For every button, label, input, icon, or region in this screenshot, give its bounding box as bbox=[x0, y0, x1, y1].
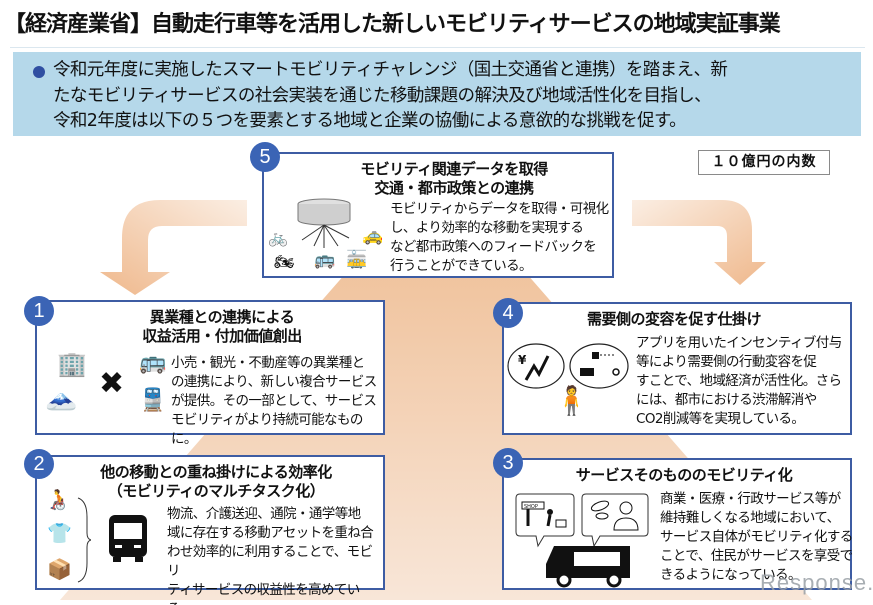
card-title-line: 収益活用・付加価値創出 bbox=[142, 327, 302, 345]
number-badge-4: 4 bbox=[493, 298, 523, 328]
tram-icon: 🚋 bbox=[346, 250, 368, 270]
card-title-line: モビリティ関連データを取得 bbox=[360, 160, 548, 178]
bus-icon bbox=[109, 515, 147, 562]
card-title-line: 異業種との連携による bbox=[149, 308, 295, 326]
shop-sign-icon: SHOP bbox=[515, 493, 575, 548]
card-title-line: 需要側の変容を促す仕掛け bbox=[586, 310, 762, 328]
card-text-line: 商業・医療・行政サービス等が bbox=[660, 491, 841, 507]
train-icon: 🚆 bbox=[139, 388, 167, 413]
bus-icon: 🚌 bbox=[314, 250, 336, 270]
intro-line: 令和2年度は以下の５つを要素とする地域と企業の協働による意欲的な挑戦を促す。 bbox=[53, 111, 687, 131]
card-text-line: 物流、介護送迎、通院・通学等地 bbox=[167, 506, 361, 522]
svg-text:SHOP: SHOP bbox=[524, 504, 538, 510]
bus-icon: 🚌 bbox=[139, 350, 167, 375]
card-text-line: きるようになっている。 bbox=[660, 567, 802, 583]
card-text-line: 域に存在する移動アセットを重ね合 bbox=[167, 525, 374, 541]
card-text-line: 維持難しくなる地域において、 bbox=[660, 510, 840, 526]
card-text-line: が提供。その一部として、サービス bbox=[171, 393, 377, 409]
card-text-line: CO2削減等を実現している。 bbox=[636, 411, 805, 427]
building-icon: 🏢 bbox=[57, 350, 87, 378]
card-text-line: 小売・観光・不動産等の異業種と bbox=[171, 355, 365, 371]
taxi-icon: 🚕 bbox=[362, 226, 384, 246]
card-text: アプリを用いたインセンティブ付与 等により需要側の行動変容を促 すことで、地域経… bbox=[636, 334, 854, 429]
intro-panel: 令和元年度に実施したスマートモビリティチャレンジ（国土交通省と連携）を踏まえ、新… bbox=[13, 52, 861, 136]
card-text-line: ティサービスの収益性を高めている。 bbox=[167, 582, 360, 605]
element-card-5: モビリティ関連データを取得 交通・都市政策との連携 🚲 🏍 🚌 🚋 🚕 モビリテ… bbox=[262, 152, 614, 278]
doctor-icon bbox=[581, 493, 649, 548]
card-text: 商業・医療・行政サービス等が 維持難しくなる地域において、 サービス自体がモビリ… bbox=[660, 490, 854, 585]
card-text-line: アプリを用いたインセンティブ付与 bbox=[636, 335, 842, 351]
card-text: モビリティからデータを取得・可視化 し、より効率的な移動を実現する など都市政策… bbox=[390, 200, 616, 276]
card-title-line: サービスそのもののモビリティ化 bbox=[575, 466, 793, 484]
bracket-icon bbox=[77, 497, 91, 583]
yen-growth-icon: ¥ bbox=[507, 343, 565, 389]
card-text-line: ことで、住民がサービスを享受で bbox=[660, 548, 853, 564]
parcel-icon: 📦 bbox=[47, 557, 72, 581]
element-card-3: サービスそのもののモビリティ化 SHOP 商業・医療・行政サービス等が 維持難し… bbox=[502, 458, 854, 590]
left-curved-arrow bbox=[100, 200, 247, 295]
card-text-line: サービス自体がモビリティ化する bbox=[660, 529, 853, 545]
intro-line: たなモビリティサービスの社会実装を通じた移動課題の解決及び地域活性化を目指し、 bbox=[53, 85, 712, 106]
thinking-person-icon: 🧍 bbox=[554, 384, 589, 417]
card-title-line: 他の移動との重ね掛けによる効率化 bbox=[100, 463, 332, 481]
card-title: 異業種との連携による 収益活用・付加価値創出 bbox=[77, 308, 367, 346]
title-divider bbox=[10, 47, 865, 48]
card-text: 物流、介護送迎、通院・通学等地 域に存在する移動アセットを重ね合 わせ効率的に利… bbox=[167, 505, 385, 605]
database-icon bbox=[297, 198, 351, 248]
caregiving-icon: 🧑‍🦽 bbox=[45, 487, 70, 511]
bullet-icon bbox=[33, 66, 45, 78]
number-badge-3: 3 bbox=[493, 448, 523, 478]
card-title-line: 交通・都市政策との連携 bbox=[374, 179, 534, 197]
card-text-line: には、都市における渋滞解消や bbox=[636, 392, 817, 408]
card-text-line: モビリティがより持続可能なものに。 bbox=[171, 412, 363, 447]
bicycle-icon: 🚲 bbox=[268, 228, 288, 247]
number-badge-2: 2 bbox=[24, 449, 54, 479]
watermark-logo: Response. bbox=[760, 570, 873, 595]
right-curved-arrow bbox=[632, 200, 766, 285]
card-title: サービスそのもののモビリティ化 bbox=[544, 466, 824, 485]
card-text: 小売・観光・不動産等の異業種と の連携により、新しい複合サービス が提供。その一… bbox=[171, 354, 385, 449]
number-badge-1: 1 bbox=[24, 296, 54, 326]
svg-text:¥: ¥ bbox=[518, 353, 527, 367]
card-title: 他の移動との重ね掛けによる効率化 （モビリティのマルチタスク化） bbox=[51, 463, 381, 501]
card-text-line: すことで、地域経済が活性化。さら bbox=[636, 373, 842, 389]
student-icon: 👕 bbox=[47, 521, 72, 545]
card-title: 需要側の変容を促す仕掛け bbox=[544, 310, 804, 329]
cross-icon: ✖ bbox=[99, 366, 125, 401]
element-card-4: 需要側の変容を促す仕掛け ¥ 🧍 アプリを用いたインセンティブ付与 等により需要… bbox=[502, 302, 852, 435]
card-text-line: 行うことができている。 bbox=[390, 258, 533, 274]
card-text-line: など都市政策へのフィードバックを bbox=[390, 239, 597, 255]
motorcycle-icon: 🏍 bbox=[274, 252, 295, 271]
page-title: 【経済産業省】自動走行車等を活用した新しいモビリティサービスの地域実証事業 bbox=[4, 12, 781, 37]
card-text-line: モビリティからデータを取得・可視化 bbox=[390, 201, 609, 217]
intro-line: 令和元年度に実施したスマートモビリティチャレンジ（国土交通省と連携）を踏まえ、新 bbox=[53, 60, 728, 80]
mountain-tourists-icon: 🗻 bbox=[45, 382, 78, 412]
number-badge-5: 5 bbox=[250, 142, 280, 172]
card-title-line: （モビリティのマルチタスク化） bbox=[107, 482, 325, 500]
card-text-line: わせ効率的に利用することで、モビリ bbox=[167, 544, 373, 579]
element-card-1: 異業種との連携による 収益活用・付加価値創出 🏢 🗻 ✖ 🚌 🚆 小売・観光・不… bbox=[35, 300, 385, 447]
card-text-line: の連携により、新しい複合サービス bbox=[171, 374, 377, 390]
card-text-line: し、より効率的な移動を実現する bbox=[390, 220, 584, 236]
route-map-icon bbox=[569, 343, 629, 389]
card-text-line: 等により需要側の行動変容を促 bbox=[636, 354, 817, 370]
card-title: モビリティ関連データを取得 交通・都市政策との連携 bbox=[304, 160, 604, 198]
budget-label: １０億円の内数 bbox=[698, 150, 830, 175]
mobile-shop-truck-icon bbox=[546, 546, 630, 588]
element-card-2: 他の移動との重ね掛けによる効率化 （モビリティのマルチタスク化） 🧑‍🦽 👕 📦… bbox=[35, 455, 385, 605]
